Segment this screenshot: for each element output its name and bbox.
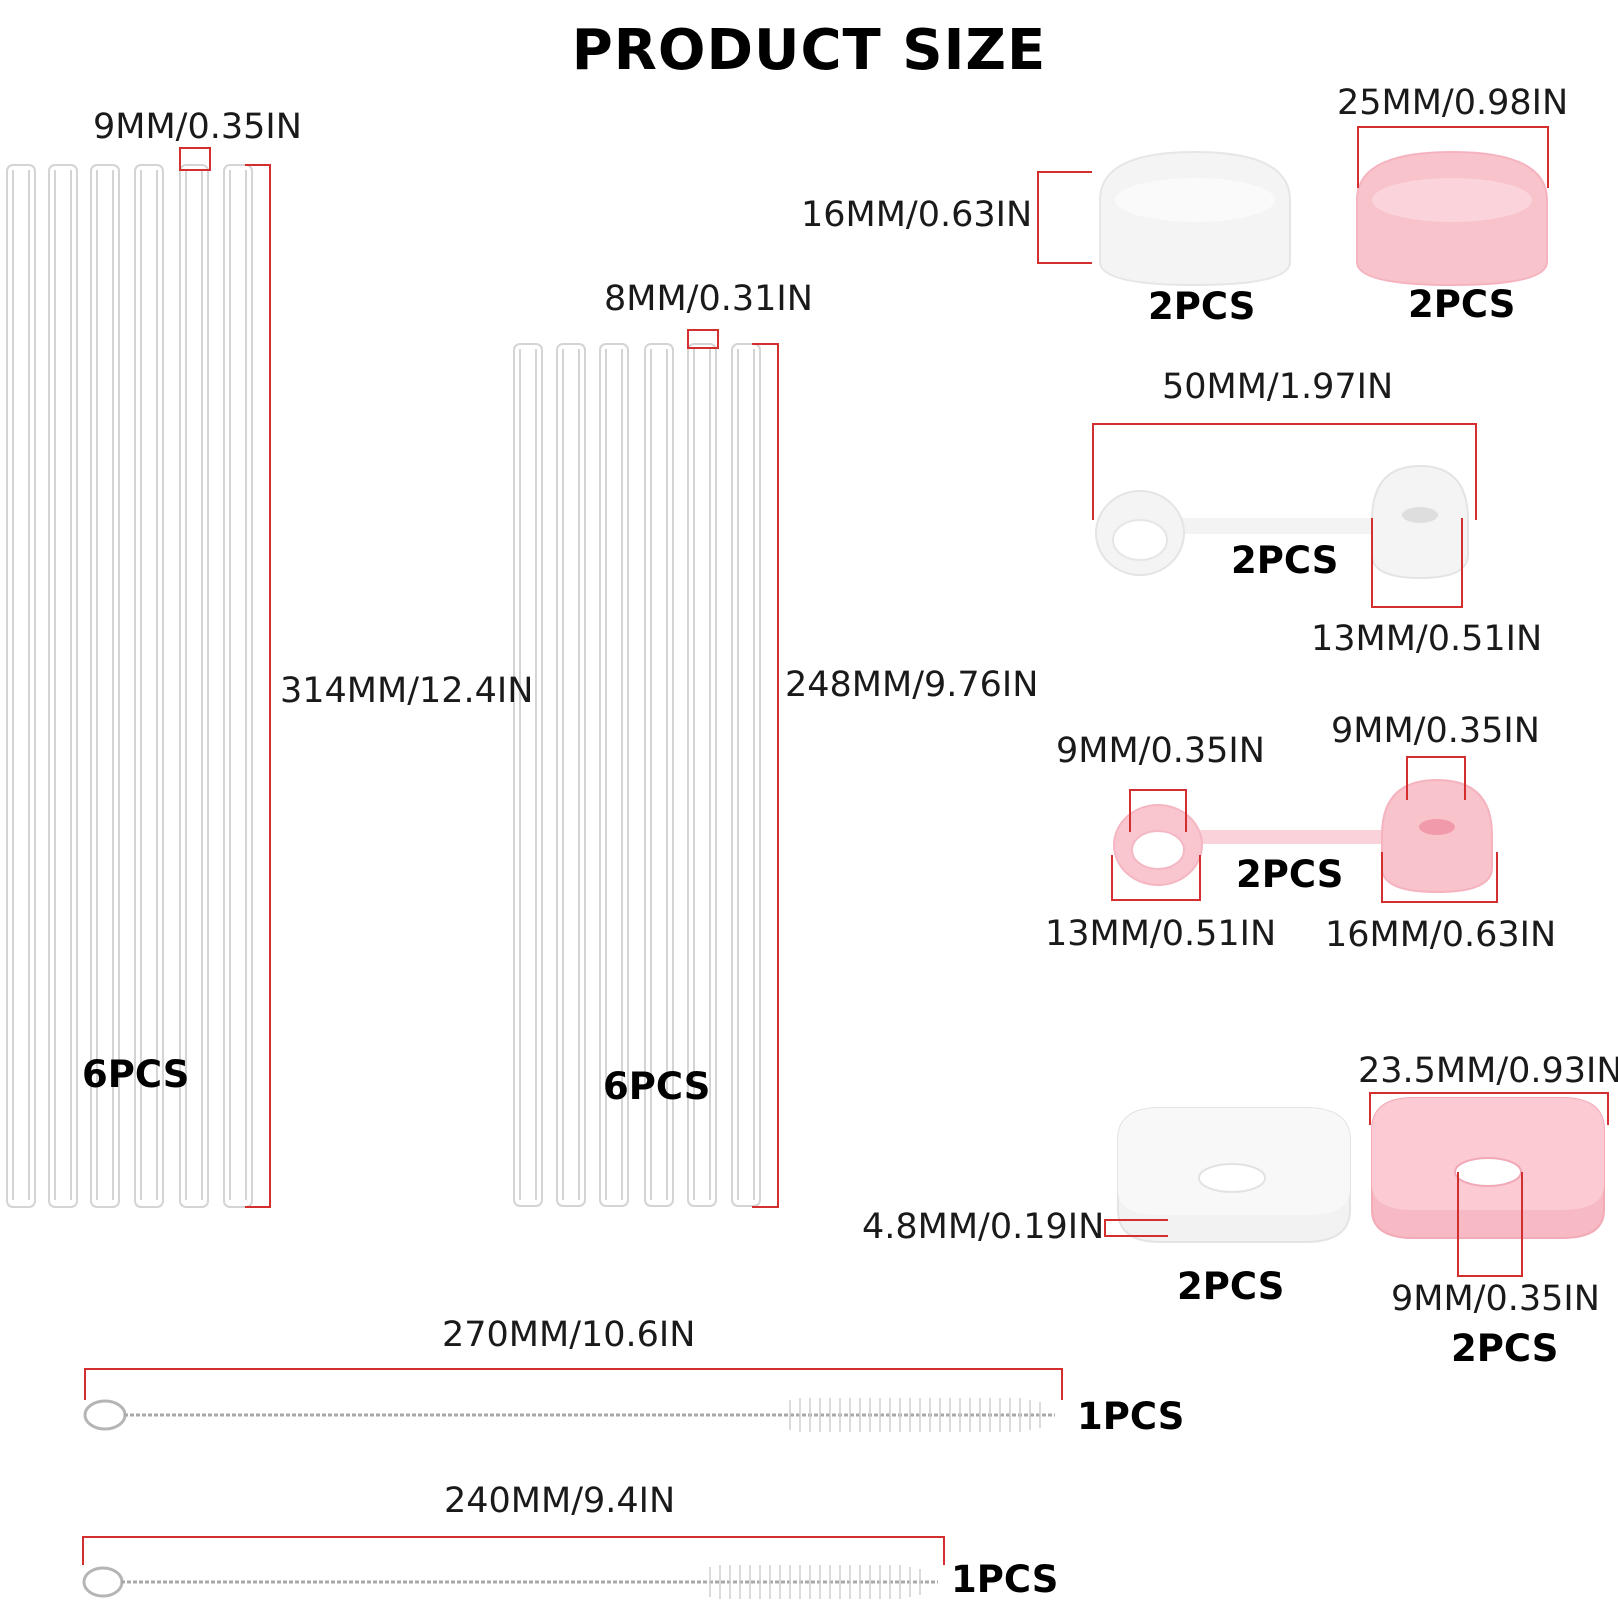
pink-tether-dimension-marks xyxy=(1111,756,1498,903)
cap-height-label: 16MM/0.63IN xyxy=(801,195,1033,235)
long-brush xyxy=(83,1398,1055,1432)
gasket-thickness-label: 4.8MM/0.19IN xyxy=(862,1207,1105,1247)
long-straw-length-label: 314MM/12.4IN xyxy=(280,671,534,711)
short-straws-dimension-marks xyxy=(687,329,779,1208)
white-cap-qty-label: 2PCS xyxy=(1148,285,1256,328)
gasket-hole-label: 9MM/0.35IN xyxy=(1391,1279,1600,1319)
pink-tether-ring-outer-label: 13MM/0.51IN xyxy=(1045,914,1277,954)
brushes-dimension-marks xyxy=(82,1368,1063,1565)
long-straws-dimension-marks xyxy=(179,147,271,1208)
short-brush xyxy=(82,1565,938,1599)
pink-gasket-qty-label: 2PCS xyxy=(1451,1327,1559,1370)
straw xyxy=(599,343,629,1207)
short-brush-length-label: 240MM/9.4IN xyxy=(444,1481,676,1521)
long-straw-qty-label: 6PCS xyxy=(82,1053,190,1096)
long-brush-length-label: 270MM/10.6IN xyxy=(442,1315,696,1355)
white-tether-dimension-marks xyxy=(1092,423,1477,608)
short-straw-diameter-label: 8MM/0.31IN xyxy=(604,279,813,319)
pink-cap xyxy=(1356,150,1548,287)
pink-tether-ring-inner-label: 9MM/0.35IN xyxy=(1056,731,1265,771)
short-straw-qty-label: 6PCS xyxy=(603,1065,711,1108)
cap-width-label: 25MM/0.98IN xyxy=(1337,83,1569,123)
straw xyxy=(731,343,761,1207)
long-straw-diameter-label: 9MM/0.35IN xyxy=(93,107,302,147)
white-tether xyxy=(1095,464,1469,580)
pink-gasket xyxy=(1371,1097,1605,1239)
pink-tether xyxy=(1113,778,1493,894)
long-brush-qty-label: 1PCS xyxy=(1077,1395,1185,1438)
straw xyxy=(90,164,120,1208)
white-tether-qty-label: 2PCS xyxy=(1231,539,1339,582)
straw xyxy=(6,164,36,1208)
straw xyxy=(179,164,209,1208)
straw xyxy=(134,164,164,1208)
long-straws xyxy=(6,164,253,1208)
straw xyxy=(644,343,674,1207)
straw xyxy=(48,164,78,1208)
pink-tether-qty-label: 2PCS xyxy=(1236,853,1344,896)
white-tether-inner-label: 13MM/0.51IN xyxy=(1311,619,1543,659)
gasket-width-label: 23.5MM/0.93IN xyxy=(1358,1051,1618,1091)
gaskets-dimension-marks xyxy=(1104,1092,1609,1277)
short-straw-length-label: 248MM/9.76IN xyxy=(785,665,1039,705)
straw xyxy=(556,343,586,1207)
straw xyxy=(513,343,543,1207)
caps-dimension-marks xyxy=(1037,126,1549,264)
white-gasket-qty-label: 2PCS xyxy=(1177,1265,1285,1308)
white-cap xyxy=(1099,150,1291,287)
white-gasket xyxy=(1117,1107,1351,1243)
white-tether-length-label: 50MM/1.97IN xyxy=(1162,367,1394,407)
page-title: PRODUCT SIZE xyxy=(571,18,1047,83)
short-brush-qty-label: 1PCS xyxy=(951,1558,1059,1601)
straw xyxy=(687,343,717,1207)
straw xyxy=(223,164,253,1208)
pink-tether-stopper-outer-label: 16MM/0.63IN xyxy=(1325,915,1557,955)
pink-tether-stopper-inner-label: 9MM/0.35IN xyxy=(1331,711,1540,751)
short-straws xyxy=(513,343,761,1207)
pink-cap-qty-label: 2PCS xyxy=(1408,283,1516,326)
